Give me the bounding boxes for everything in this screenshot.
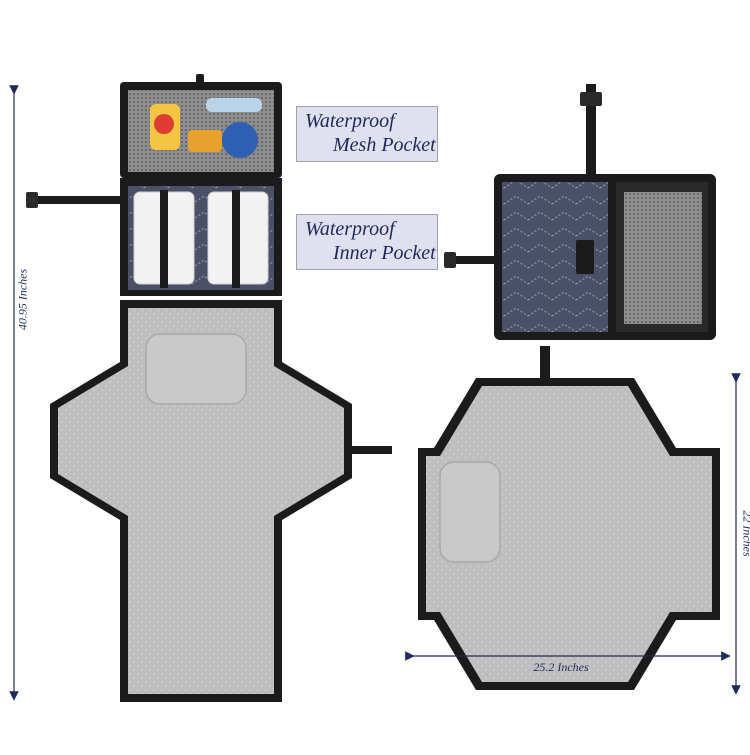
unfolded-mat-right	[418, 346, 720, 690]
buckle	[26, 192, 38, 208]
inner-pocket-label: Waterproof Inner Pocket	[296, 214, 438, 270]
inner-pocket-label-line2: Inner Pocket	[305, 241, 429, 265]
folded-organizer	[444, 84, 716, 340]
mat-top-strap	[540, 346, 550, 382]
unfolded-mat-left	[26, 74, 392, 702]
mesh-pocket-label: Waterproof Mesh Pocket	[296, 106, 438, 162]
mat-right-pillow	[440, 462, 500, 562]
height-label-left: 40.95 Inches	[16, 255, 31, 345]
height-label-right: 22 Inches	[740, 489, 750, 579]
mat-strap-right	[350, 446, 392, 454]
zipper-pull	[196, 74, 204, 86]
mesh-pocket-label-line1: Waterproof	[305, 109, 429, 133]
organizer-mesh-pocket	[624, 192, 702, 324]
head-pillow	[146, 334, 246, 404]
mesh-pocket-label-line2: Mesh Pocket	[305, 133, 429, 157]
hanging-buckle	[580, 92, 602, 106]
inner-pocket-label-line1: Waterproof	[305, 217, 429, 241]
organizer-tab	[576, 240, 594, 274]
side-strap	[30, 196, 122, 204]
width-label-bottom: 25.2 Inches	[516, 660, 606, 675]
organizer-buckle	[444, 252, 456, 268]
